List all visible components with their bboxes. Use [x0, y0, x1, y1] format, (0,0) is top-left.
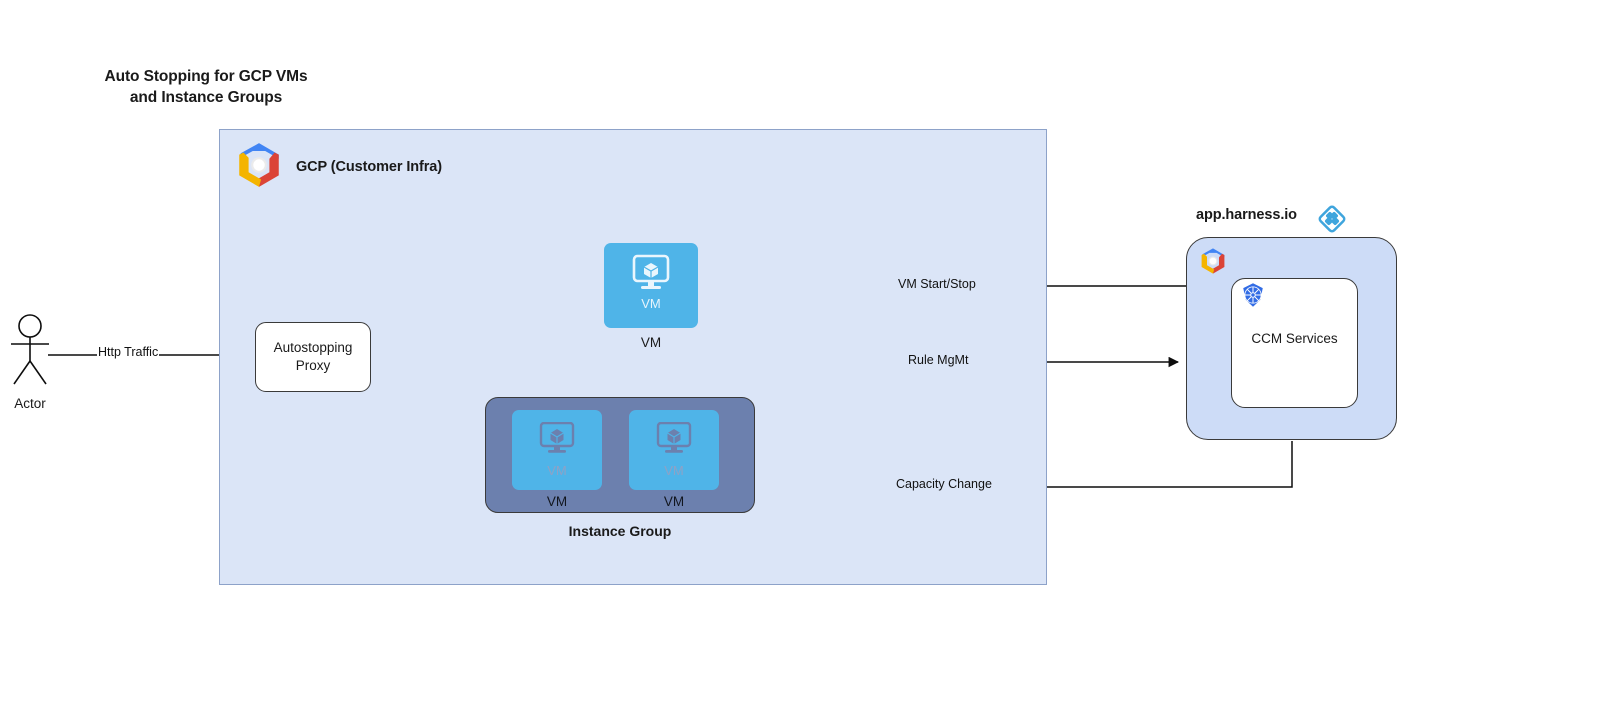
gcp-logo-icon	[1198, 246, 1228, 276]
actor-label: Actor	[14, 396, 46, 411]
stick-figure-actor-icon	[2, 314, 58, 386]
edge-label-http-traffic: Http Traffic	[97, 345, 160, 359]
vm-inner-label: VM	[664, 463, 684, 478]
page-title: Auto Stopping for GCP VMs and Instance G…	[104, 68, 308, 106]
instance-group-vm-caption: VM	[546, 494, 568, 509]
instance-group-node[interactable]: VM VM VM VM	[485, 397, 755, 513]
harness-diamond-logo-icon	[1316, 203, 1348, 235]
instance-group-caption: Instance Group	[568, 523, 672, 539]
autostopping-proxy-node[interactable]: Autostopping Proxy	[255, 322, 371, 392]
edge-label-vm-start-stop: VM Start/Stop	[896, 277, 978, 291]
ccm-services-label: CCM Services	[1251, 331, 1338, 346]
gcp-container-label: GCP (Customer Infra)	[296, 159, 442, 175]
kubernetes-helm-icon	[1240, 282, 1266, 308]
gcp-logo-icon	[233, 139, 285, 191]
vm-standalone-caption: VM	[640, 335, 662, 350]
vm-monitor-cube-icon	[537, 421, 577, 458]
instance-group-vm[interactable]: VM	[629, 410, 719, 490]
edge-label-capacity-change: Capacity Change	[894, 477, 994, 491]
vm-monitor-cube-icon	[629, 254, 673, 294]
edge-label-rule-mgmt: Rule MgMt	[906, 353, 971, 367]
vm-standalone-node[interactable]: VM	[604, 243, 698, 328]
harness-title: app.harness.io	[1196, 207, 1297, 223]
vm-monitor-cube-icon	[654, 421, 694, 458]
vm-inner-label: VM	[641, 296, 661, 311]
instance-group-vm-caption: VM	[663, 494, 685, 509]
vm-inner-label: VM	[547, 463, 567, 478]
instance-group-vm[interactable]: VM	[512, 410, 602, 490]
